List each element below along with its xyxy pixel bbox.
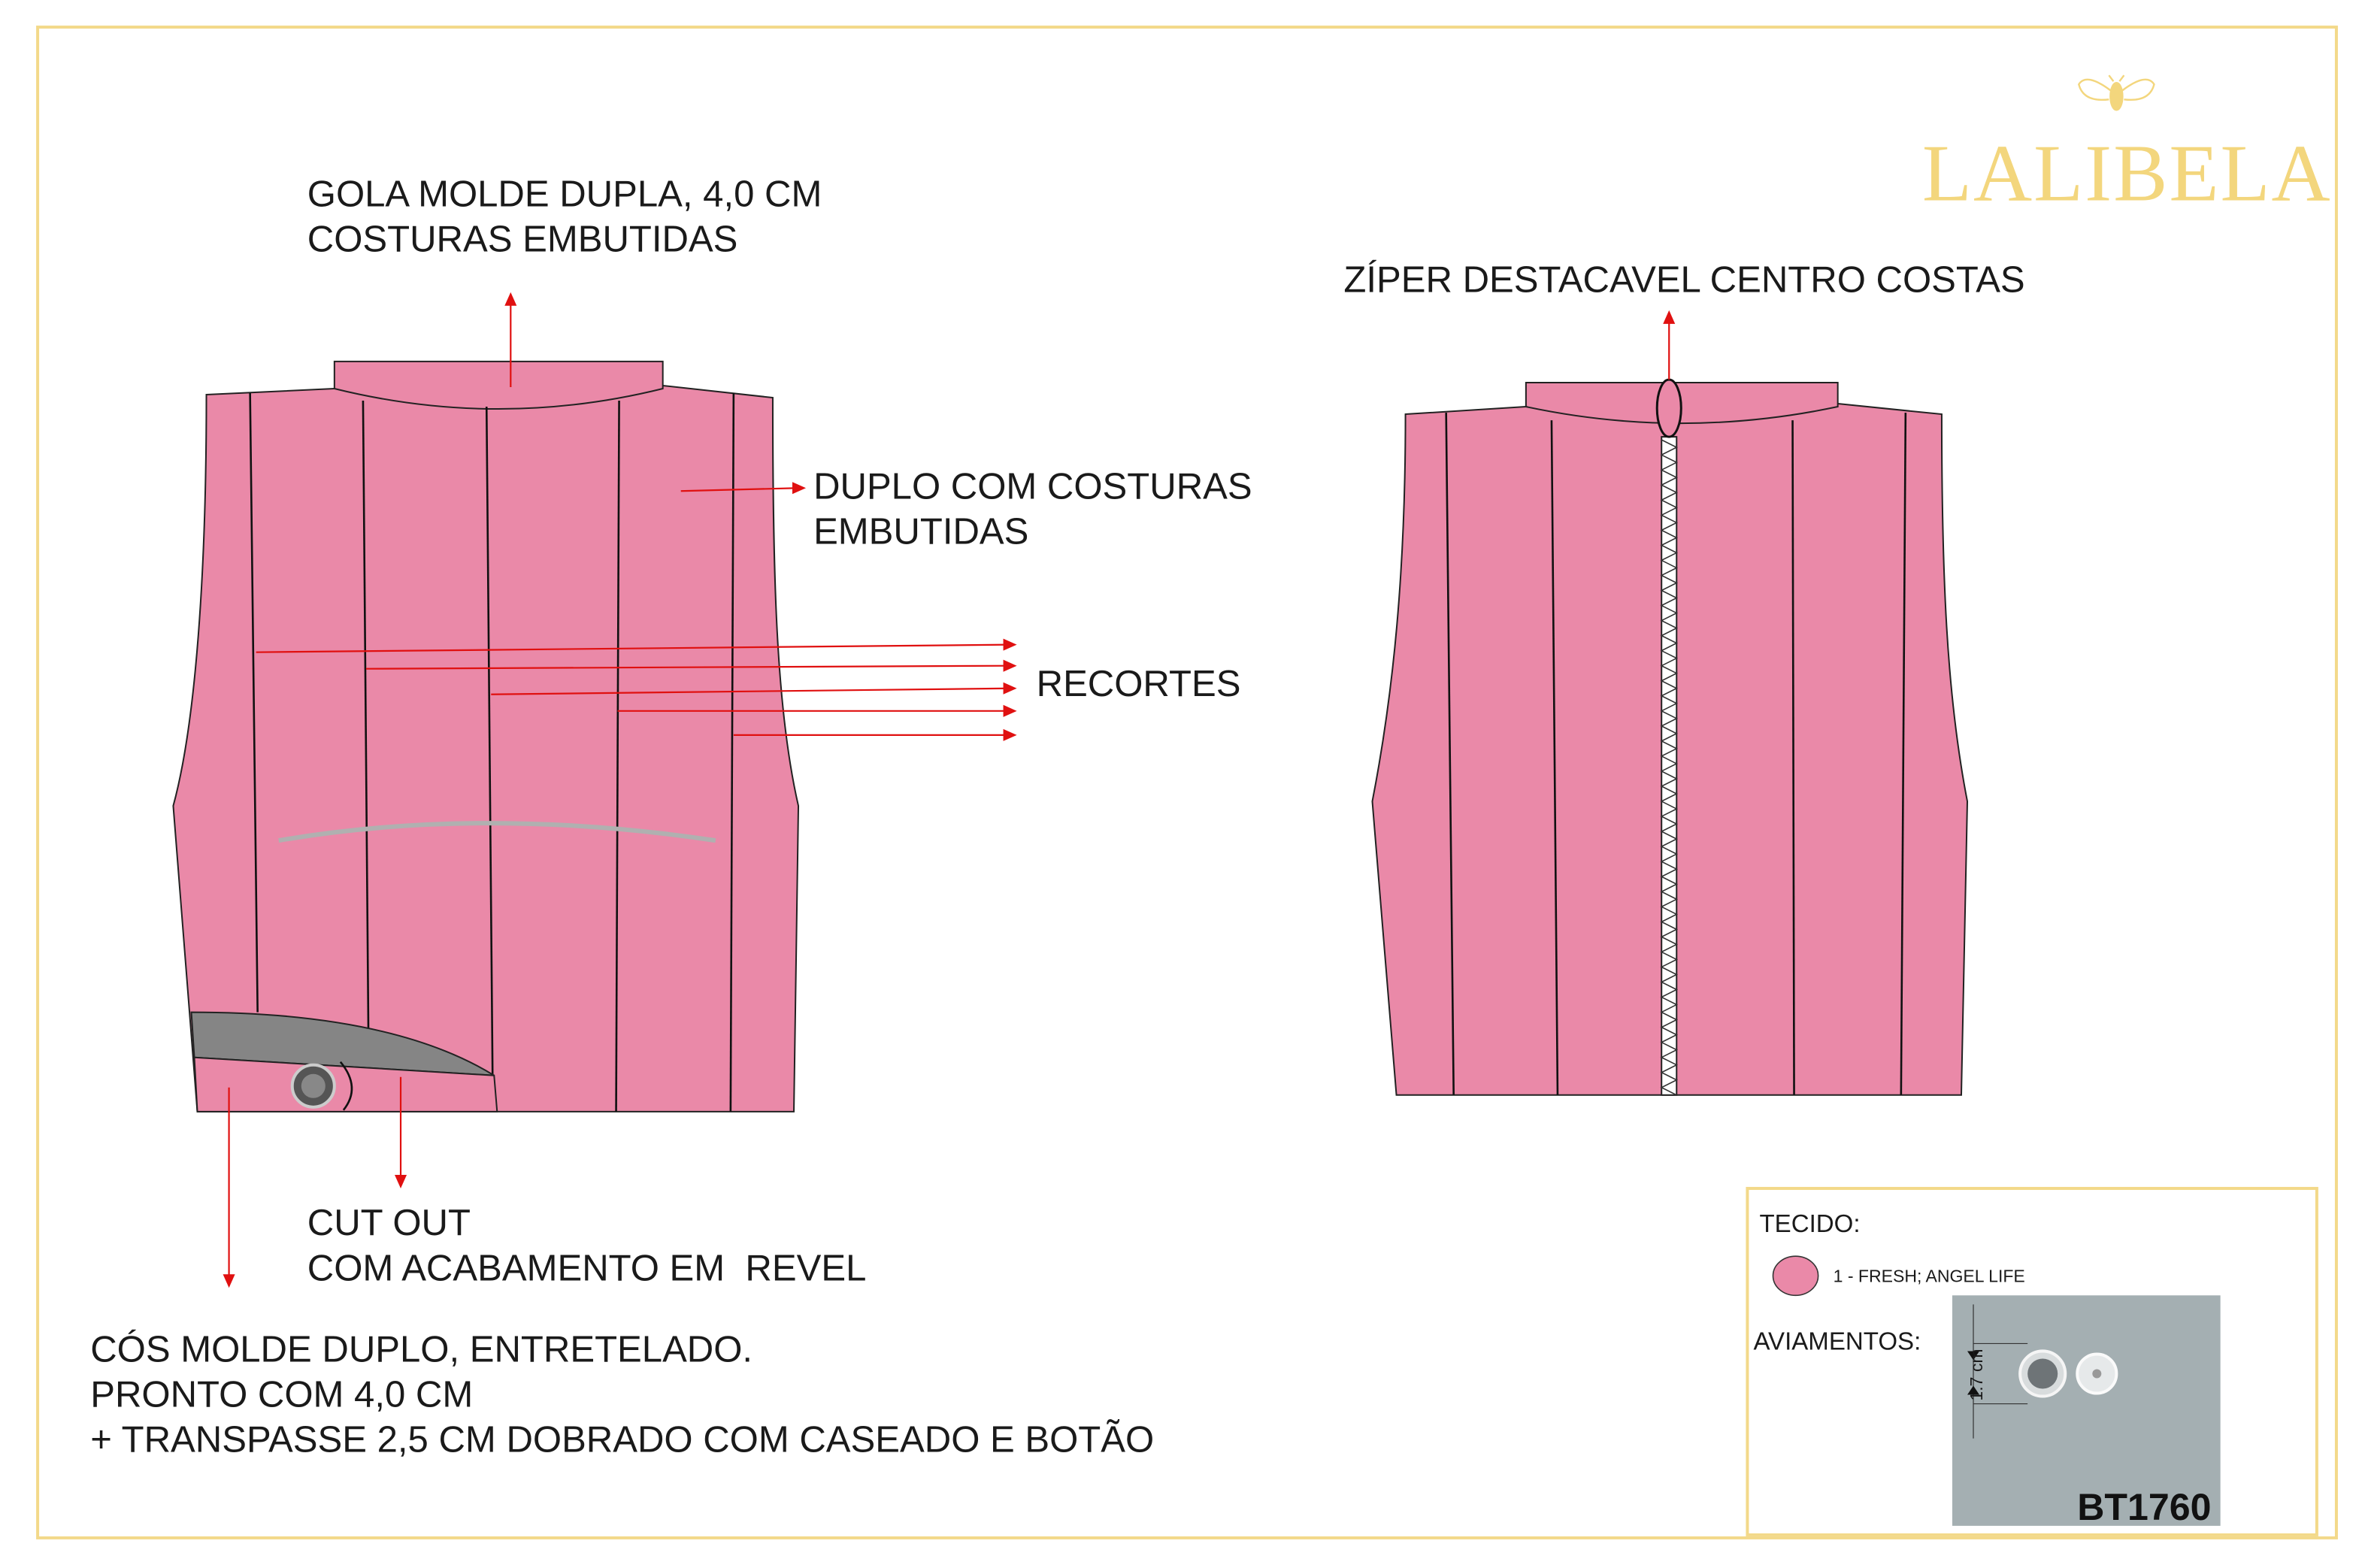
trims-label: AVIAMENTOS:	[1753, 1327, 1921, 1355]
annotation-arrows	[223, 292, 1017, 1288]
collar-note-2: COSTURAS EMBUTIDAS	[307, 219, 738, 260]
fabric-name: 1 - FRESH; ANGEL LIFE	[1834, 1266, 2025, 1285]
double-note-2: EMBUTIDAS	[813, 511, 1028, 552]
page-frame	[36, 26, 2338, 1539]
button-icon	[290, 1063, 336, 1109]
cutout-facing	[190, 1011, 495, 1076]
cutout-note-2: COM ACABAMENTO EM REVEL	[307, 1248, 867, 1288]
cutout-note-1: CUT OUT	[307, 1203, 471, 1243]
waistband-note-3: + TRANSPASSE 2,5 CM DOBRADO COM CASEADO …	[90, 1419, 1154, 1461]
seams-note: RECORTES	[1037, 664, 1241, 704]
waist-mark	[278, 821, 716, 843]
front-view: GOLA MOLDE DUPLA, 4,0 CM COSTURAS EMBUTI…	[90, 174, 1252, 1461]
fabric-swatch	[1772, 1255, 1819, 1297]
button-front-icon	[2018, 1349, 2067, 1398]
bee-icon	[2077, 74, 2155, 111]
buttonhole	[339, 1061, 353, 1111]
button-back-icon	[2076, 1352, 2118, 1395]
trim-code: BT1760	[2077, 1486, 2211, 1528]
front-body	[172, 384, 800, 1112]
zipper	[1655, 378, 1682, 1096]
waistband-note-1: CÓS MOLDE DUPLO, ENTRETELADO.	[90, 1328, 753, 1370]
back-view: ZÍPER DESTACAVEL CENTRO COSTAS	[1343, 259, 2025, 1096]
waistband-tab	[193, 1056, 498, 1112]
front-collar	[333, 360, 664, 410]
zipper-pull	[1655, 378, 1682, 438]
zipper-note: ZÍPER DESTACAVEL CENTRO COSTAS	[1343, 259, 2024, 301]
brand-name: LALIBELA	[1922, 129, 2332, 219]
brand-logo: LALIBELA	[1922, 74, 2332, 219]
double-note-1: DUPLO COM COSTURAS	[813, 466, 1252, 507]
front-seams	[249, 392, 735, 1112]
fabric-label: TECIDO:	[1759, 1210, 1860, 1238]
collar-note-1: GOLA MOLDE DUPLA, 4,0 CM	[307, 174, 822, 215]
back-seams	[1445, 413, 1907, 1095]
spec-box: TECIDO: 1 - FRESH; ANGEL LIFE AVIAMENTOS…	[1746, 1187, 2318, 1536]
waistband-note-2: PRONTO COM 4,0 CM	[90, 1375, 473, 1415]
trim-measure: 1.7 cm	[1967, 1349, 1986, 1400]
trim-photo: 1.7 cm BT1760	[1952, 1295, 2221, 1528]
